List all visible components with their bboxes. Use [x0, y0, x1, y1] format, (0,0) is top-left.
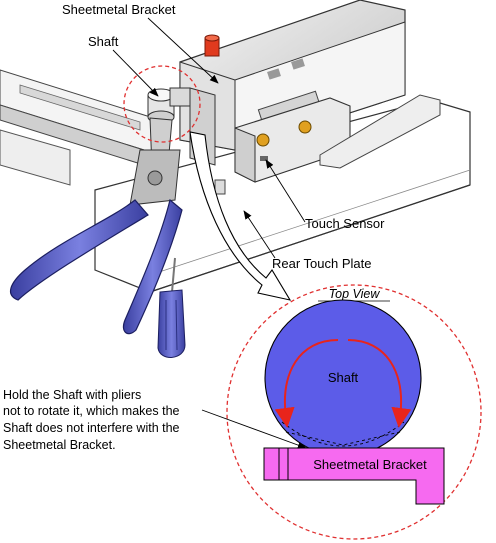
red-knob [204, 34, 220, 57]
rotation-arrow-right [347, 339, 412, 428]
shaft-highlight-circle [123, 65, 201, 143]
note-line-4: Sheetmetal Bracket. [3, 438, 116, 452]
top-view-shaft-label: Shaft [328, 370, 359, 385]
machine-assembly [0, 0, 471, 358]
pliers-handle-left [9, 199, 149, 301]
note-line-3: Shaft does not interfere with the [3, 421, 180, 435]
label-touch-sensor: Touch Sensor [305, 216, 385, 231]
note-line-2: not to rotate it, which makes the [3, 404, 180, 418]
top-view-bracket [263, 447, 445, 505]
top-view-bracket-label: Sheetmetal Bracket [313, 457, 427, 472]
rotation-arrow-left [274, 339, 339, 428]
label-sheetmetal-bracket: Sheetmetal Bracket [62, 2, 176, 17]
labels: Sheetmetal Bracket Shaft Touch Sensor Re… [62, 2, 385, 271]
pliers-handle-right [122, 198, 183, 335]
top-view-title: Top View [329, 287, 381, 301]
callout-arrow [189, 131, 292, 301]
label-shaft: Shaft [88, 34, 119, 49]
top-view-detail: Top View Shaft Sheetmetal Bracket [226, 284, 482, 540]
instruction-note: Hold the Shaft with pliers not to rotate… [3, 388, 307, 452]
note-line-1: Hold the Shaft with pliers [3, 388, 141, 402]
screwdriver [157, 257, 186, 358]
top-view-dashed-circle [226, 284, 482, 540]
pliers [9, 117, 183, 335]
label-rear-touch-plate: Rear Touch Plate [272, 256, 372, 271]
